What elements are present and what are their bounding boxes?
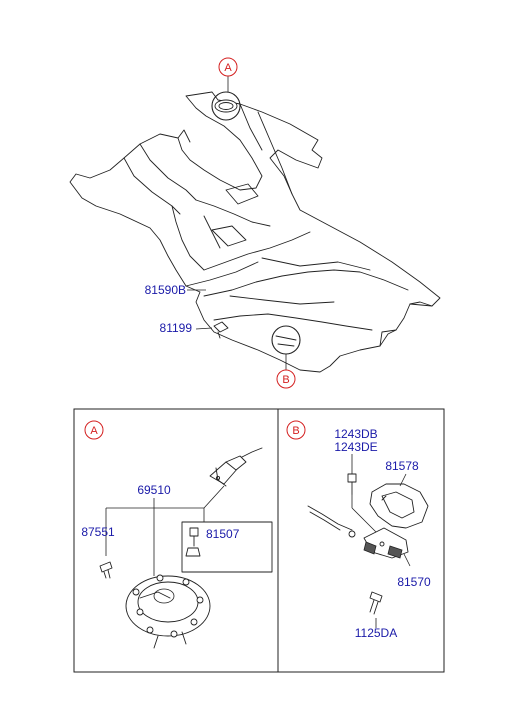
panel-b-letter: B <box>292 425 299 437</box>
opener-cable-drawing <box>125 447 263 649</box>
panel-a-marker <box>84 420 104 440</box>
callout-b-letter: B <box>282 374 289 386</box>
lever-assembly-drawing <box>307 473 429 615</box>
part-label-1243db: 1243DB <box>334 427 377 441</box>
part-label-81578: 81578 <box>385 459 419 473</box>
screw-87551-drawing <box>99 561 113 579</box>
part-label-81590b: 81590B <box>145 283 186 297</box>
part-label-1243de: 1243DE <box>334 440 377 454</box>
part-label-81507: 81507 <box>206 527 240 541</box>
callout-a-letter: A <box>224 62 232 74</box>
part-label-81570: 81570 <box>397 575 431 589</box>
part-label-1125da: 1125DA <box>355 626 397 640</box>
panel-a-letter: A <box>90 425 98 437</box>
part-label-69510: 69510 <box>137 483 171 497</box>
floor-covering-drawing <box>69 91 441 373</box>
part-label-81199: 81199 <box>160 321 193 335</box>
panel-b-marker <box>286 420 306 440</box>
bracket-81507-drawing <box>185 527 201 557</box>
callout-a-marker <box>218 57 238 77</box>
detail-panel-b <box>277 408 445 673</box>
part-label-87551: 87551 <box>81 525 115 539</box>
callout-b-marker <box>276 369 296 389</box>
bracket-81507-box <box>181 521 273 573</box>
